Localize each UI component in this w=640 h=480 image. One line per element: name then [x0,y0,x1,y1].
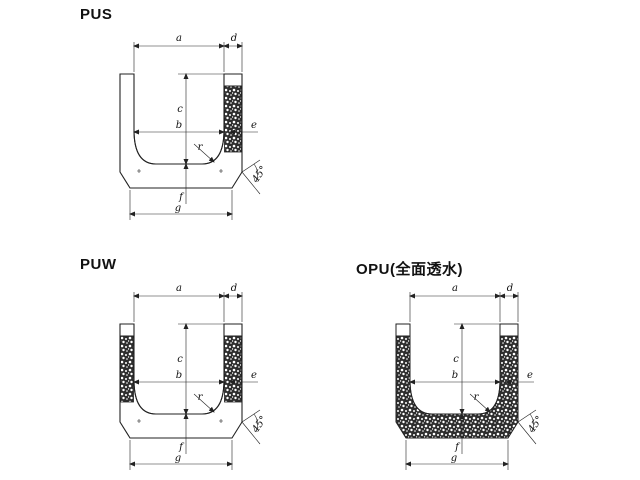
label-b: b [176,370,182,381]
pus-cross-section: a d bc e r fg 45° [119,33,270,220]
label-c: c [177,354,183,365]
label-r: r [474,392,480,403]
dim-line-r [193,143,215,163]
label-g: g [175,453,181,464]
label-d: d [231,283,237,294]
reference-marks [413,419,499,423]
label-f: f [178,192,185,203]
angle-arc [529,413,534,433]
inner-channel-outline [409,324,501,415]
angle-arc [253,413,258,433]
reference-marks [137,419,223,423]
label-a: a [452,283,458,294]
label-f: f [454,442,461,453]
label-a: a [176,283,182,294]
label-a: a [176,33,182,44]
opu-cross-section: a d bc e r fg 45° [395,283,546,470]
label-f: f [178,442,185,453]
puw-cross-section: a d bc e r fg 45° [119,283,270,470]
label-e: e [251,120,257,131]
label-d: d [231,33,237,44]
label-angle-45: 45° [250,164,270,186]
dim-line-r [469,393,491,413]
label-d: d [507,283,513,294]
diagram-title-opu: OPU(全面透水) [356,261,463,278]
right-cap [499,323,519,337]
reference-marks [137,169,223,173]
right-porous-wall [224,335,242,403]
label-b: b [176,120,182,131]
inner-channel-outline [133,324,225,415]
label-angle-45: 45° [526,414,546,436]
label-c: c [177,104,183,115]
angle-lines [241,159,261,195]
right-porous-wall [224,85,242,153]
label-b: b [452,370,458,381]
label-r: r [198,142,204,153]
left-porous-wall [120,335,134,403]
angle-arc [253,163,258,183]
label-e: e [251,370,257,381]
label-g: g [451,453,457,464]
angle-lines [517,409,537,445]
dim-line-r [193,393,215,413]
label-c: c [453,354,459,365]
label-g: g [175,203,181,214]
inner-channel-outline [133,74,225,165]
label-angle-45: 45° [250,414,270,436]
label-r: r [198,392,204,403]
left-cap [395,323,411,337]
label-e: e [527,370,533,381]
angle-lines [241,409,261,445]
diagram-title-pus: PUS [80,6,113,23]
diagram-title-puw: PUW [80,256,117,273]
